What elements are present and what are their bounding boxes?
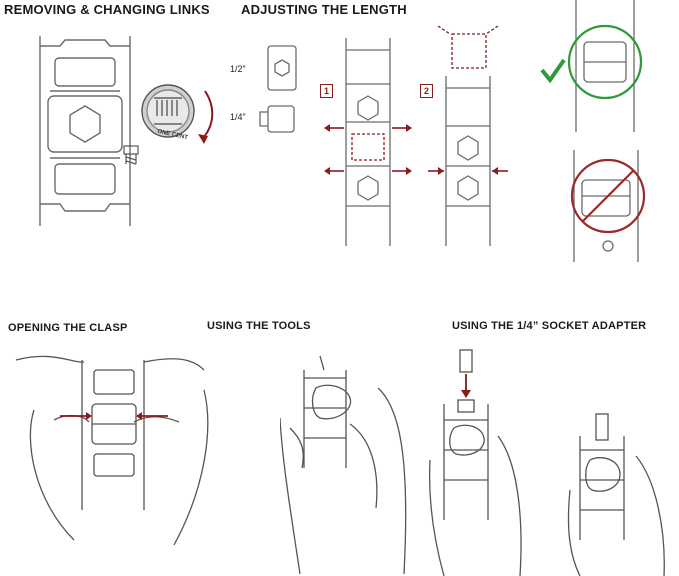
removing-links-illustration: ONE CENT	[20, 36, 220, 226]
step-1-badge: 1	[320, 84, 333, 98]
adjusting-length-illustration: 1/2” 1/4” 1 2	[228, 16, 518, 251]
clasp-check-illustration	[530, 0, 679, 265]
step-2-badge: 2	[420, 84, 433, 98]
heading-adjusting-length: ADJUSTING THE LENGTH	[241, 2, 407, 17]
prohibited-icon	[572, 160, 644, 232]
half-inch-label: 1/2”	[230, 64, 246, 74]
socket-adapter-illustration	[420, 340, 679, 576]
heading-opening-clasp: OPENING THE CLASP	[8, 322, 128, 334]
using-tools-illustration	[280, 348, 430, 576]
opening-clasp-illustration	[14, 350, 214, 550]
checkmark-icon	[540, 58, 566, 82]
heading-using-tools: USING THE TOOLS	[207, 320, 311, 332]
quarter-inch-label: 1/4”	[230, 112, 246, 122]
rotate-arrow-icon	[195, 86, 215, 146]
heading-removing-links: REMOVING & CHANGING LINKS	[4, 2, 210, 17]
heading-socket-adapter: USING THE 1/4” SOCKET ADAPTER	[452, 320, 647, 332]
